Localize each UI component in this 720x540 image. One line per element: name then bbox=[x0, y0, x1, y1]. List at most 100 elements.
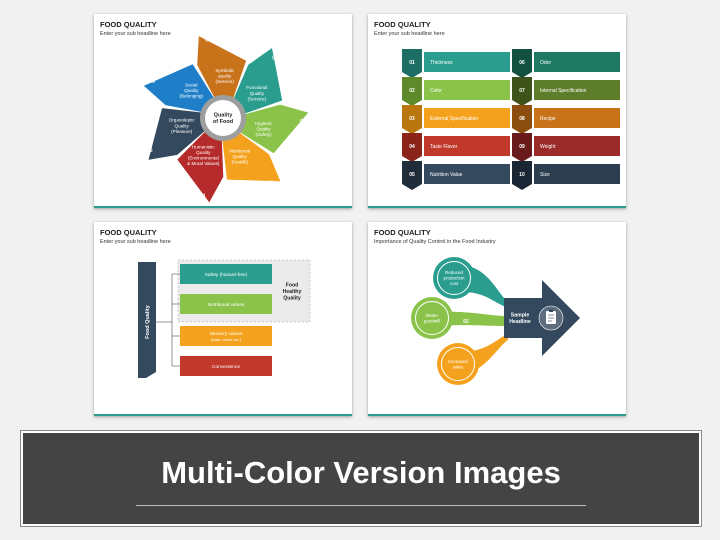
petal-number: 02 bbox=[300, 119, 306, 125]
slide-thumbnail-arrow[interactable]: FOOD QUALITY Importance of Quality Contr… bbox=[368, 222, 626, 416]
petal-label: (Service) bbox=[248, 96, 267, 101]
item-label: goodwill bbox=[424, 318, 440, 323]
item-label: cost bbox=[450, 281, 459, 286]
slide-thumbnail-labels[interactable]: FOOD QUALITY Enter your sub headline her… bbox=[368, 14, 626, 208]
quality-box bbox=[180, 264, 272, 284]
item-number: 08 bbox=[519, 116, 525, 122]
item-number: 01 bbox=[477, 296, 483, 302]
group-label: Food bbox=[286, 282, 299, 288]
petal-label: Humanistic bbox=[192, 144, 215, 149]
slide-subtitle: Importance of Quality Control in the Foo… bbox=[374, 239, 496, 245]
petal-number: 01 bbox=[272, 55, 278, 61]
label-bar bbox=[424, 136, 510, 156]
item-number: 03 bbox=[409, 116, 415, 122]
slide-subtitle: Enter your sub headline here bbox=[100, 239, 171, 245]
clipboard-icon bbox=[546, 311, 556, 324]
petal-number: 06 bbox=[149, 79, 155, 85]
center-label: Quality bbox=[214, 113, 234, 119]
petal-label: Quality bbox=[175, 123, 190, 128]
group-label: Quality bbox=[283, 295, 301, 301]
label-bar bbox=[534, 108, 620, 128]
group-label: Healthy bbox=[283, 289, 302, 295]
item-label: Odor bbox=[540, 60, 551, 66]
box-label: Safety (hazard-free) bbox=[205, 272, 248, 278]
slide-subtitle: Enter your sub headline here bbox=[100, 31, 171, 37]
box-label: Convenience bbox=[212, 364, 240, 370]
item-number: 01 bbox=[409, 60, 415, 66]
item-number: 06 bbox=[519, 60, 525, 66]
item-circle-inner bbox=[415, 301, 449, 335]
petal-number: 07 bbox=[205, 37, 211, 43]
item-circle-inner bbox=[441, 347, 475, 381]
item-label: Taste Flavor bbox=[430, 144, 458, 150]
quality-box bbox=[180, 294, 272, 314]
slide-title: FOOD QUALITY bbox=[374, 228, 431, 237]
petal-label: & Moral Values) bbox=[187, 161, 220, 166]
slide-thumbnail-pinwheel[interactable]: FOOD QUALITY Enter your sub headline her… bbox=[94, 14, 352, 208]
item-number: 10 bbox=[519, 172, 525, 178]
box-label: Nutritional values bbox=[208, 302, 245, 308]
petal-label: Quality bbox=[184, 88, 199, 93]
petal-number: 05 bbox=[147, 148, 153, 154]
number-tag bbox=[512, 105, 532, 134]
slide-thumbnail-bracket[interactable]: FOOD QUALITY Enter your sub headline her… bbox=[94, 222, 352, 416]
petal-number: 03 bbox=[268, 180, 274, 186]
label-bar bbox=[534, 136, 620, 156]
item-label: Better bbox=[426, 313, 439, 318]
number-tag bbox=[512, 161, 532, 190]
slide-title: FOOD QUALITY bbox=[100, 228, 157, 237]
number-tag bbox=[402, 49, 422, 78]
petal-label: (Environmental bbox=[188, 155, 219, 160]
petal-label: Quality bbox=[196, 150, 211, 155]
center-label: of Food bbox=[213, 119, 233, 125]
box-label: Sensory values bbox=[210, 331, 243, 337]
petal-label: Social bbox=[185, 83, 198, 88]
number-tag bbox=[402, 77, 422, 106]
item-number: 05 bbox=[409, 172, 415, 178]
item-number: 07 bbox=[519, 88, 525, 94]
number-tag bbox=[512, 133, 532, 162]
number-tag bbox=[402, 105, 422, 134]
arrow-headline: Sample bbox=[511, 313, 530, 319]
arrow-headline: Headline bbox=[509, 319, 531, 325]
petal-label: Quality bbox=[250, 91, 265, 96]
label-bar bbox=[534, 80, 620, 100]
item-label: Internal Specification bbox=[540, 88, 587, 94]
item-circle-inner bbox=[437, 261, 471, 295]
petal-label: (Safety) bbox=[255, 132, 272, 137]
petal-label: (Belonging) bbox=[179, 94, 203, 99]
petal-label: Functional bbox=[246, 85, 267, 90]
petal-label: Quality bbox=[256, 127, 271, 132]
label-bar bbox=[424, 164, 510, 184]
item-label: Thickness bbox=[430, 60, 453, 66]
petal-label: Nutritional bbox=[229, 149, 250, 154]
item-number: 04 bbox=[409, 144, 415, 150]
banner-divider bbox=[136, 505, 586, 506]
petal-label: (Service) bbox=[215, 79, 234, 84]
banner-title: Multi-Color Version Images bbox=[161, 455, 561, 490]
quality-box bbox=[180, 356, 272, 376]
petal-label: (Pleasure) bbox=[171, 129, 193, 134]
item-label: Weight bbox=[540, 144, 556, 150]
pinwheel-diagram: 01FunctionalQuality(Service)02HygienicQu… bbox=[142, 35, 310, 204]
petal-label: Hygienic bbox=[255, 121, 273, 126]
item-label: Reduced bbox=[445, 270, 464, 275]
number-tag bbox=[512, 49, 532, 78]
item-number: 02 bbox=[409, 88, 415, 94]
item-label: Increased bbox=[448, 359, 468, 364]
item-label: Nutrition Value bbox=[430, 172, 463, 178]
number-tag bbox=[402, 133, 422, 162]
item-number: 02 bbox=[463, 319, 469, 325]
item-label: Color bbox=[430, 88, 442, 94]
slide-title: FOOD QUALITY bbox=[100, 20, 157, 29]
petal-label: quality bbox=[218, 74, 232, 79]
item-label: production bbox=[443, 276, 465, 281]
box-sublabel: (taste, smell, etc.) bbox=[211, 338, 242, 342]
item-number: 09 bbox=[519, 144, 525, 150]
clipboard-icon bbox=[549, 309, 553, 312]
label-bar bbox=[424, 108, 510, 128]
petal-label: Quality bbox=[233, 154, 248, 159]
